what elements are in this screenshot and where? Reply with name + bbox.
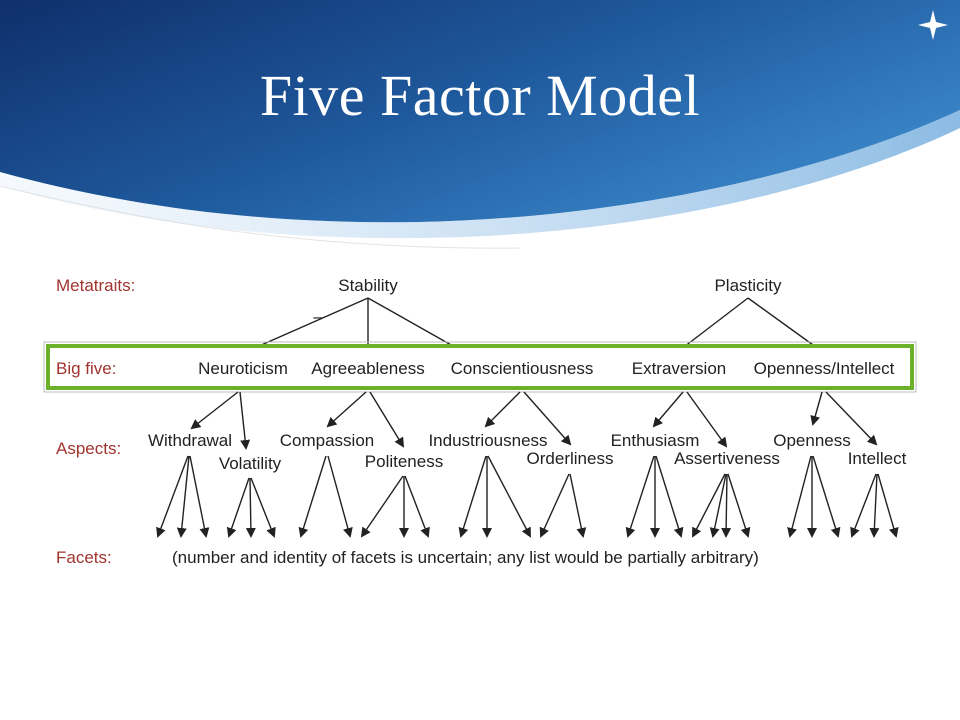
- aspect-intellect: Intellect: [848, 449, 907, 468]
- four-point-star-icon: [918, 10, 948, 40]
- big-five-highlight-box: [46, 344, 914, 390]
- aspect-openness: Openness: [773, 431, 851, 450]
- aspect-volatility: Volatility: [219, 454, 282, 473]
- trait-neuroticism: Neuroticism: [198, 359, 288, 378]
- header-background: [0, 0, 960, 249]
- slide-title: Five Factor Model: [259, 63, 701, 128]
- trait-conscientiousness: Conscientiousness: [451, 359, 594, 378]
- row-label-aspects: Aspects:: [56, 439, 121, 458]
- trait-extraversion: Extraversion: [632, 359, 726, 378]
- aspect-arrows: [156, 455, 899, 538]
- aspect-assertiveness: Assertiveness: [674, 449, 780, 468]
- aspect-industriousness: Industriousness: [428, 431, 547, 450]
- negative-sign: –: [313, 307, 323, 326]
- big-five-arrows: [190, 391, 878, 450]
- trait-openness-intellect: Openness/Intellect: [754, 359, 895, 378]
- aspect-orderliness: Orderliness: [527, 449, 614, 468]
- metatrait-stability: Stability: [338, 276, 398, 295]
- facets-note: (number and identity of facets is uncert…: [172, 548, 759, 567]
- aspect-politeness: Politeness: [365, 452, 443, 471]
- aspect-withdrawal: Withdrawal: [148, 431, 232, 450]
- row-label-metatraits: Metatraits:: [56, 276, 135, 295]
- aspect-enthusiasm: Enthusiasm: [611, 431, 700, 450]
- row-label-big-five: Big five:: [56, 359, 116, 378]
- row-label-facets: Facets:: [56, 548, 112, 567]
- aspect-compassion: Compassion: [280, 431, 375, 450]
- metatrait-plasticity: Plasticity: [714, 276, 782, 295]
- metatrait-lines: [249, 297, 821, 351]
- trait-agreeableness: Agreeableness: [311, 359, 424, 378]
